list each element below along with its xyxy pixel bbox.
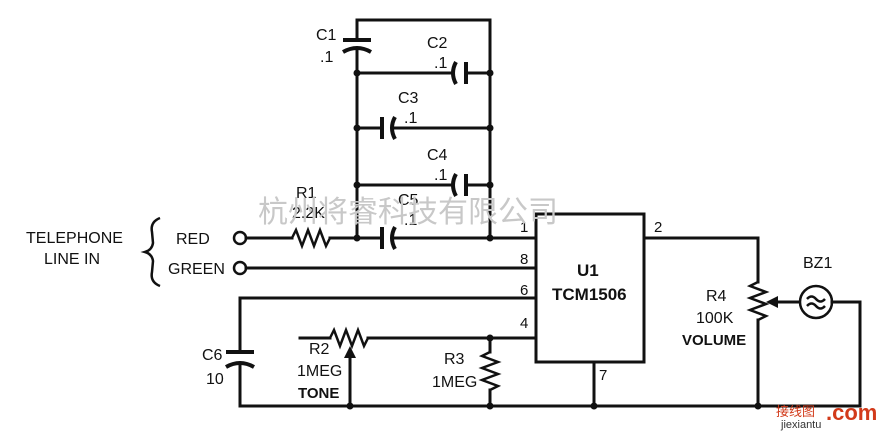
c4-plate-curved [451,173,458,197]
buzzer-wave-icon [806,295,826,303]
junction-dot [486,69,494,77]
c2-ref-label: C2 [427,35,448,52]
r1-value-label: 2.2K [292,205,325,222]
r2-ref-label: R2 [309,341,330,358]
r3-resistor [478,350,502,392]
r2-function-label: TONE [298,385,339,402]
logo-cn-text: 接线图 [776,404,815,420]
c3-plate-curved [390,116,397,140]
c4-value-label: .1 [434,167,447,184]
r2-wiper-arrow [344,346,356,358]
red-label: RED [176,231,210,248]
red-terminal [232,230,248,246]
junction-dot [353,181,361,189]
r2-resistor [328,326,370,350]
r1-ref-label: R1 [296,185,317,202]
c3-ref-label: C3 [398,90,419,107]
r3-ref-label: R3 [444,351,465,368]
c1-plate-bottom [342,46,372,54]
junction-dot [353,124,361,132]
u1-ref-label: U1 [577,261,599,280]
c2-value-label: .1 [434,55,447,72]
pin-2-label: 2 [654,219,662,236]
pin4-tone-network [298,326,538,408]
r4-function-label: VOLUME [682,332,746,349]
bz1-ref-label: BZ1 [803,255,832,272]
pin-6-label: 6 [520,282,528,299]
r4-resistor [746,280,770,322]
capacitor-ladder [342,18,494,242]
r2-value-label: 1MEG [297,363,342,380]
junction-dot [353,69,361,77]
line-in-label: LINE IN [44,251,100,268]
u1-part-label: TCM1506 [552,285,627,304]
r4-ref-label: R4 [706,288,727,305]
c5-ref-label: C5 [398,192,419,209]
red-line-path [232,226,538,250]
pin-4-label: 4 [520,315,528,332]
c1-ref-label: C1 [316,27,337,44]
c1-value-label: .1 [320,49,333,66]
junction-dot [486,124,494,132]
pin-1-label: 1 [520,219,528,236]
c6-value-label: 10 [206,371,224,388]
r4-wiper-arrow [766,296,778,308]
pin6-c6-network [225,296,538,408]
watermark-text: 杭州将睿科技有限公司 [258,195,558,230]
c5-plate-curved [390,226,397,250]
junction-dot [590,402,598,410]
bz1-buzzer [798,284,834,320]
input-brace [140,216,161,288]
green-label: GREEN [168,261,225,278]
junction-dot [486,402,494,410]
c5-value-label: .1 [404,212,417,229]
r4-value-label: 100K [696,310,734,327]
logo-url-text: jiexiantu [780,419,821,431]
telephone-label: TELEPHONE [26,230,123,247]
u1-ic-body [534,212,646,364]
c3-value-label: .1 [404,110,417,127]
logo-com-text: .com [826,400,877,425]
pin-8-label: 8 [520,251,528,268]
buzzer-wave-icon [806,302,826,310]
c4-ref-label: C4 [427,147,448,164]
junction-dot [486,181,494,189]
c2-plate-curved [451,61,458,85]
site-logo: 接线图 .com jiexiantu [776,400,877,431]
green-terminal [232,260,248,276]
junction-dot [754,402,762,410]
junction-dot [346,402,354,410]
c6-ref-label: C6 [202,347,223,364]
r1-resistor [290,226,332,250]
r3-value-label: 1MEG [432,374,477,391]
output-network [642,236,862,408]
pin-7-label: 7 [599,367,607,384]
